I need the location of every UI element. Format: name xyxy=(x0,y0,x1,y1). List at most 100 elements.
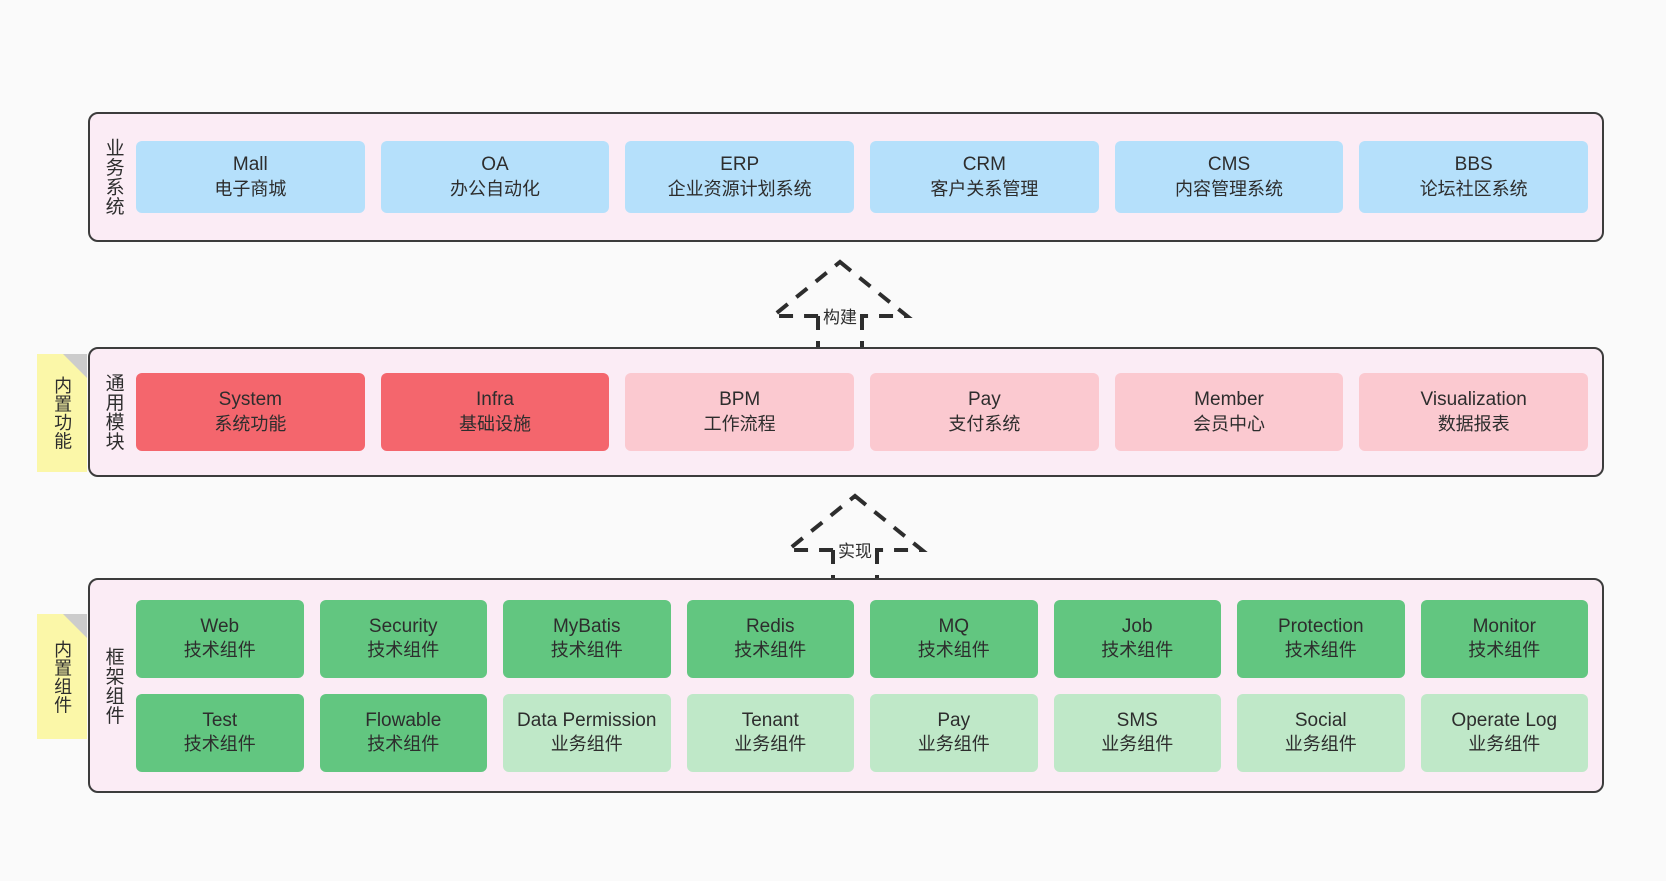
card-infra[interactable]: Infra 基础设施 xyxy=(380,373,610,451)
folded-corner-icon xyxy=(63,614,87,638)
card-title-cn: 技术组件 xyxy=(367,640,440,661)
card-oa[interactable]: OA 办公自动化 xyxy=(380,141,610,213)
card-bbs[interactable]: BBS 论坛社区系统 xyxy=(1359,141,1589,213)
card-tenant[interactable]: Tenant 业务组件 xyxy=(686,693,854,772)
card-title-en: MyBatis xyxy=(552,615,621,637)
card-visualization[interactable]: Visualization 数据报表 xyxy=(1359,373,1589,451)
card-title-en: Pay xyxy=(967,389,1001,411)
card-system[interactable]: System 系统功能 xyxy=(136,373,365,451)
card-job[interactable]: Job 技术组件 xyxy=(1053,599,1221,678)
card-title-cn: 技术组件 xyxy=(917,640,990,661)
layer-business-system: 业务系统 Mall 电子商城 OA 办公自动化 ERP 企业资源计划系统 CRM… xyxy=(88,112,1604,242)
card-crm[interactable]: CRM 客户关系管理 xyxy=(870,141,1099,213)
card-title-cn: 电子商城 xyxy=(214,178,287,199)
connector-label-realize: 实现 xyxy=(835,537,875,562)
card-title-en: Data Permission xyxy=(517,709,657,731)
card-title-en: Security xyxy=(368,615,438,637)
card-title-en: SMS xyxy=(1116,709,1158,731)
connector-realize: 实现 xyxy=(780,492,930,584)
layer-title-common-modules: 通用模块 xyxy=(102,373,124,451)
card-cms[interactable]: CMS 内容管理系统 xyxy=(1114,141,1344,213)
card-security[interactable]: Security 技术组件 xyxy=(319,599,487,678)
layer-common-modules: 通用模块 System 系统功能 Infra 基础设施 BPM 工作流程 Pay… xyxy=(88,347,1604,477)
card-title-cn: 业务组件 xyxy=(1468,734,1541,755)
card-title-cn: 技术组件 xyxy=(734,640,807,661)
card-title-en: ERP xyxy=(720,154,760,176)
sticky-note-label: 内置功能 xyxy=(52,376,73,450)
card-title-cn: 会员中心 xyxy=(1193,413,1266,434)
card-title-en: Pay xyxy=(937,709,971,731)
card-row: System 系统功能 Infra 基础设施 BPM 工作流程 Pay 支付系统… xyxy=(136,373,1589,451)
card-title-en: Redis xyxy=(745,615,795,637)
layer-title-framework-components: 框架组件 xyxy=(102,646,124,725)
card-title-cn: 技术组件 xyxy=(1284,640,1357,661)
card-title-en: BBS xyxy=(1454,154,1493,176)
card-redis[interactable]: Redis 技术组件 xyxy=(686,599,854,678)
card-mybatis[interactable]: MyBatis 技术组件 xyxy=(503,599,671,678)
card-title-en: Visualization xyxy=(1420,389,1527,411)
card-title-en: System xyxy=(218,389,283,411)
sticky-note-builtin-components: 内置组件 xyxy=(37,614,87,739)
card-title-cn: 系统功能 xyxy=(214,413,287,434)
folded-corner-icon xyxy=(63,354,87,378)
card-title-cn: 客户关系管理 xyxy=(930,178,1039,199)
card-title-cn: 技术组件 xyxy=(1101,640,1174,661)
card-title-cn: 业务组件 xyxy=(734,734,807,755)
card-title-en: Infra xyxy=(475,389,515,411)
card-title-en: Mall xyxy=(232,154,268,176)
layer-framework-components: 框架组件 Web 技术组件 Security 技术组件 MyBatis 技术组件… xyxy=(88,578,1604,793)
card-web[interactable]: Web 技术组件 xyxy=(136,599,304,678)
layer-body-common-modules: System 系统功能 Infra 基础设施 BPM 工作流程 Pay 支付系统… xyxy=(136,349,1602,475)
card-title-cn: 工作流程 xyxy=(703,413,776,434)
card-row: Mall 电子商城 OA 办公自动化 ERP 企业资源计划系统 CRM 客户关系… xyxy=(136,141,1589,213)
card-title-cn: 技术组件 xyxy=(183,640,256,661)
card-title-cn: 数据报表 xyxy=(1437,413,1510,434)
card-title-en: Flowable xyxy=(365,709,442,731)
card-operate-log[interactable]: Operate Log 业务组件 xyxy=(1420,693,1588,772)
card-title-cn: 技术组件 xyxy=(1468,640,1541,661)
card-sms[interactable]: SMS 业务组件 xyxy=(1053,693,1221,772)
card-title-en: CMS xyxy=(1207,154,1251,176)
card-title-en: Test xyxy=(202,709,238,731)
card-title-en: CRM xyxy=(962,154,1006,176)
card-bpm[interactable]: BPM 工作流程 xyxy=(625,373,855,451)
card-title-cn: 技术组件 xyxy=(550,640,623,661)
layer-title-business-system: 业务系统 xyxy=(102,138,124,216)
card-pay[interactable]: Pay 支付系统 xyxy=(870,373,1099,451)
card-social[interactable]: Social 业务组件 xyxy=(1237,693,1405,772)
card-mall[interactable]: Mall 电子商城 xyxy=(136,141,365,213)
card-title-cn: 业务组件 xyxy=(917,734,990,755)
card-title-cn: 业务组件 xyxy=(550,734,623,755)
card-flowable[interactable]: Flowable 技术组件 xyxy=(319,693,487,772)
card-erp[interactable]: ERP 企业资源计划系统 xyxy=(625,141,855,213)
card-title-cn: 技术组件 xyxy=(183,734,256,755)
layer-body-framework-components: Web 技术组件 Security 技术组件 MyBatis 技术组件 Redi… xyxy=(136,580,1602,791)
card-title-en: Monitor xyxy=(1472,615,1536,637)
card-title-en: BPM xyxy=(719,389,761,411)
card-title-en: Operate Log xyxy=(1451,709,1558,731)
card-data-permission[interactable]: Data Permission 业务组件 xyxy=(503,693,671,772)
card-row: Web 技术组件 Security 技术组件 MyBatis 技术组件 Redi… xyxy=(136,599,1588,678)
card-title-cn: 企业资源计划系统 xyxy=(667,178,812,199)
card-title-cn: 业务组件 xyxy=(1101,734,1174,755)
card-title-en: Web xyxy=(200,615,240,637)
card-member[interactable]: Member 会员中心 xyxy=(1114,373,1344,451)
card-mq[interactable]: MQ 技术组件 xyxy=(870,599,1038,678)
card-title-cn: 支付系统 xyxy=(948,413,1021,434)
card-title-en: Protection xyxy=(1277,615,1364,637)
card-row: Test 技术组件 Flowable 技术组件 Data Permission … xyxy=(136,693,1588,772)
card-title-en: Tenant xyxy=(741,709,799,731)
card-title-en: Social xyxy=(1294,709,1347,731)
card-monitor[interactable]: Monitor 技术组件 xyxy=(1420,599,1588,678)
card-title-cn: 业务组件 xyxy=(1284,734,1357,755)
card-pay-component[interactable]: Pay 业务组件 xyxy=(870,693,1038,772)
sticky-note-label: 内置组件 xyxy=(52,639,73,714)
card-test[interactable]: Test 技术组件 xyxy=(136,693,304,772)
card-title-en: Member xyxy=(1194,389,1264,411)
connector-build: 构建 xyxy=(765,258,915,350)
card-protection[interactable]: Protection 技术组件 xyxy=(1237,599,1405,678)
card-title-cn: 基础设施 xyxy=(459,413,531,434)
card-title-en: MQ xyxy=(938,615,970,637)
card-title-cn: 技术组件 xyxy=(367,734,440,755)
